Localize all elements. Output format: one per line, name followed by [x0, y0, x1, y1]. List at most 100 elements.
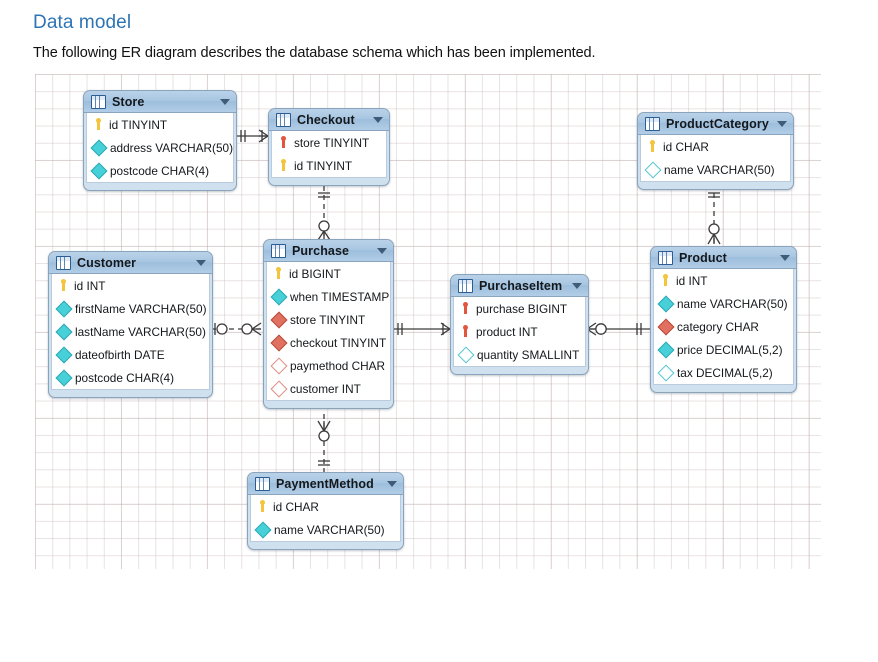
entity-customer[interactable]: Customer id INT firstName VARCHAR(50)lastN…: [48, 251, 213, 398]
document-header: Data model The following ER diagram desc…: [33, 10, 853, 64]
entity-field[interactable]: purchase BIGINT: [454, 297, 585, 320]
entity-field[interactable]: postcode CHAR(4): [52, 366, 209, 389]
entity-field[interactable]: customer INT: [267, 377, 390, 400]
entity-field[interactable]: store TINYINT: [267, 308, 390, 331]
entity-field[interactable]: id CHAR: [641, 135, 790, 158]
table-icon: [276, 112, 291, 127]
primary-key-icon: [647, 140, 658, 153]
entity-header[interactable]: Purchase: [264, 240, 393, 262]
entity-field[interactable]: checkout TINYINT: [267, 331, 390, 354]
entity-name: Checkout: [297, 112, 355, 127]
entity-field[interactable]: quantity SMALLINT: [454, 343, 585, 366]
entity-field[interactable]: id CHAR: [251, 495, 400, 518]
entity-field-label: quantity SMALLINT: [477, 347, 580, 362]
entity-field-label: product INT: [476, 324, 538, 339]
chevron-down-icon[interactable]: [572, 282, 582, 289]
table-icon: [91, 94, 106, 109]
entity-header[interactable]: Customer: [49, 252, 212, 274]
entity-field[interactable]: store TINYINT: [272, 131, 386, 154]
chevron-down-icon[interactable]: [387, 480, 397, 487]
column-nullable-icon: [657, 364, 675, 381]
column-nullable-icon: [644, 161, 662, 178]
entity-field-label: postcode CHAR(4): [110, 163, 210, 178]
entity-field-label: customer INT: [290, 381, 361, 396]
entity-header[interactable]: Checkout: [269, 109, 389, 131]
entity-field[interactable]: category CHAR: [654, 315, 793, 338]
entity-field-list: id INT name VARCHAR(50) category CHAR price…: [653, 269, 794, 385]
page-subtitle: The following ER diagram describes the d…: [33, 45, 596, 61]
entity-header[interactable]: Product: [651, 247, 796, 269]
chevron-down-icon[interactable]: [780, 254, 790, 261]
foreign-primary-key-icon: [460, 302, 471, 315]
entity-field[interactable]: id BIGINT: [267, 262, 390, 285]
entity-field[interactable]: product INT: [454, 320, 585, 343]
entity-field-label: id INT: [74, 278, 106, 293]
primary-key-icon: [273, 267, 284, 280]
entity-field[interactable]: name VARCHAR(50): [654, 292, 793, 315]
primary-key-icon: [660, 274, 671, 287]
entity-name: Store: [112, 94, 145, 109]
entity-field[interactable]: when TIMESTAMP: [267, 285, 390, 308]
foreign-key-notnull-icon: [270, 334, 288, 351]
column-notnull-icon: [657, 295, 675, 312]
entity-purchaseitem[interactable]: PurchaseItem purchase BIGINT product INT qu…: [450, 274, 589, 375]
entity-field[interactable]: id INT: [52, 274, 209, 297]
entity-field-label: purchase BIGINT: [476, 301, 568, 316]
entity-field[interactable]: id TINYINT: [272, 154, 386, 177]
entity-store[interactable]: Store id TINYINT address VARCHAR(50) postco…: [83, 90, 237, 191]
foreign-key-nullable-icon: [270, 380, 288, 397]
chevron-down-icon[interactable]: [373, 116, 383, 123]
foreign-key-nullable-icon: [270, 357, 288, 374]
entity-field-label: category CHAR: [677, 319, 759, 334]
entity-field-list: id BIGINT when TIMESTAMP store TINYINT chec…: [266, 262, 391, 401]
entity-field-label: name VARCHAR(50): [677, 296, 788, 311]
entity-header[interactable]: ProductCategory: [638, 113, 793, 135]
entity-field[interactable]: lastName VARCHAR(50): [52, 320, 209, 343]
chevron-down-icon[interactable]: [196, 259, 206, 266]
entity-field-label: paymethod CHAR: [290, 358, 386, 373]
entity-field[interactable]: name VARCHAR(50): [251, 518, 400, 541]
foreign-primary-key-icon: [278, 136, 289, 149]
entity-field[interactable]: id INT: [654, 269, 793, 292]
entity-field-list: id INT firstName VARCHAR(50)lastName VARC…: [51, 274, 210, 390]
column-notnull-icon: [657, 341, 675, 358]
primary-key-icon: [93, 118, 104, 131]
entity-field[interactable]: name VARCHAR(50): [641, 158, 790, 181]
entity-field[interactable]: price DECIMAL(5,2): [654, 338, 793, 361]
entity-name: PurchaseItem: [479, 278, 563, 293]
table-icon: [645, 116, 660, 131]
relationship-checkout-purchase: [317, 186, 331, 241]
chevron-down-icon[interactable]: [377, 247, 387, 254]
entity-field-label: tax DECIMAL(5,2): [677, 365, 773, 380]
entity-header[interactable]: PaymentMethod: [248, 473, 403, 495]
table-icon: [56, 255, 71, 270]
chevron-down-icon[interactable]: [220, 98, 230, 105]
column-nullable-icon: [457, 346, 475, 363]
relationship-store-checkout: [235, 129, 269, 143]
entity-header[interactable]: PurchaseItem: [451, 275, 588, 297]
entity-field[interactable]: postcode CHAR(4): [87, 159, 233, 182]
entity-field[interactable]: id TINYINT: [87, 113, 233, 136]
entity-field-label: checkout TINYINT: [290, 335, 387, 350]
entity-field[interactable]: firstName VARCHAR(50): [52, 297, 209, 320]
entity-field[interactable]: address VARCHAR(50): [87, 136, 233, 159]
entity-field-label: when TIMESTAMP: [290, 289, 390, 304]
entity-header[interactable]: Store: [84, 91, 236, 113]
foreign-primary-key-icon: [460, 325, 471, 338]
entity-field[interactable]: paymethod CHAR: [267, 354, 390, 377]
entity-field-label: address VARCHAR(50): [110, 140, 234, 155]
entity-field[interactable]: tax DECIMAL(5,2): [654, 361, 793, 384]
entity-name: ProductCategory: [666, 116, 769, 131]
chevron-down-icon[interactable]: [777, 120, 787, 127]
entity-field[interactable]: dateofbirth DATE: [52, 343, 209, 366]
er-diagram-canvas[interactable]: Store id TINYINT address VARCHAR(50) postco…: [35, 74, 821, 569]
table-icon: [271, 243, 286, 258]
